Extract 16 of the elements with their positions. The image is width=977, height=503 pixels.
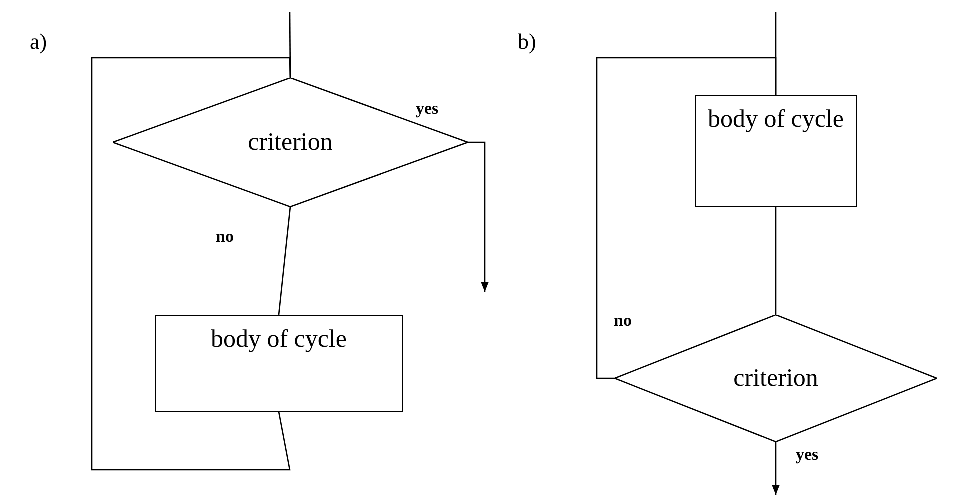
decision-diamond: [113, 78, 468, 207]
panel-label: b): [518, 28, 536, 56]
connector-line: [278, 206, 292, 316]
process-box: [695, 95, 857, 207]
arrow: [772, 442, 780, 495]
node-text: criterion: [248, 128, 333, 158]
connector-line: [91, 57, 292, 471]
arrow: [468, 142, 489, 292]
connector-line: [775, 207, 777, 315]
node-text: criterion: [734, 364, 818, 394]
node-text: body of cycle: [210, 325, 348, 355]
process-box: [155, 315, 403, 412]
panel-label: a): [30, 28, 48, 56]
connector-line: [596, 57, 777, 380]
node-text: body of cycle: [708, 105, 844, 135]
decision-diamond: [615, 315, 937, 442]
